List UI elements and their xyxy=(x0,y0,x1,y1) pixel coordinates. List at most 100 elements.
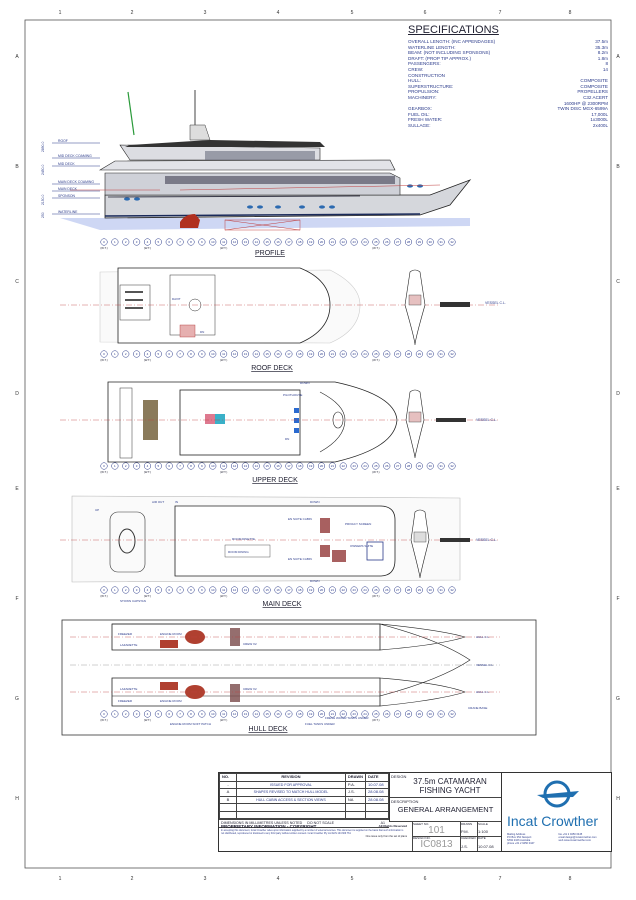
spec-value: 8 xyxy=(605,61,608,67)
label-vessel-cl: VESSEL C.L. xyxy=(476,663,494,667)
frame-marker xyxy=(372,462,380,470)
label-up: UP xyxy=(95,508,99,512)
specifications-title: SPECIFICATIONS xyxy=(408,24,499,36)
frame-marker xyxy=(187,710,195,718)
specifications-panel: SPECIFICATIONS OVERALL LENGTH: (INC APPE… xyxy=(408,24,608,129)
date-value: 10.07.08 xyxy=(478,844,494,849)
frame-marker xyxy=(198,462,206,470)
frame-number: 10 xyxy=(211,588,215,592)
do-not-scale: DO NOT SCALE xyxy=(307,821,334,825)
frame-marker xyxy=(328,350,336,358)
frame-marker xyxy=(263,238,271,246)
frame-number: 11 xyxy=(222,712,225,716)
frame-number: 8 xyxy=(190,712,192,716)
vessel-cl-label: VESSEL C.L. xyxy=(485,301,506,305)
incat-crowther-logo xyxy=(537,780,579,808)
level-label: SPONSON xyxy=(58,194,76,198)
frame-number: 0 xyxy=(103,712,105,716)
frame-marker xyxy=(296,462,304,470)
design-box: DESIGN 37.5m CATAMARAN FISHING YACHT DES… xyxy=(389,773,501,822)
frame-marker xyxy=(220,462,228,470)
frame-number: 4 xyxy=(147,352,149,356)
frame-number: 23 xyxy=(352,464,356,468)
grid-column-label: 1 xyxy=(59,10,62,16)
frame-number: 2 xyxy=(125,712,127,716)
frame-marker xyxy=(317,586,326,594)
frame-marker xyxy=(165,586,173,594)
dimension-label: 250 xyxy=(41,212,45,218)
grid-column-label: 4 xyxy=(277,10,280,16)
frame-number: 19 xyxy=(309,464,313,468)
drawn-by: P.M. xyxy=(461,829,469,834)
contact-line: web www.incatcrowther.com xyxy=(558,839,592,842)
label-lazarette-port: LAZARETTE xyxy=(120,643,137,647)
frame-number: 1 xyxy=(114,464,116,468)
label-freezer-stbd: FREEZER xyxy=(118,699,133,703)
tender-boat xyxy=(410,509,430,579)
frame-number: 21 xyxy=(331,464,335,468)
frame-marker xyxy=(307,586,315,594)
frame-number: 17 xyxy=(287,464,291,468)
frame-number: 12 xyxy=(233,712,237,716)
spec-value: 17,000L xyxy=(591,111,608,117)
frame-marker xyxy=(339,710,347,718)
grid-column-label: 5 xyxy=(351,876,354,882)
grid-row-label: H xyxy=(616,796,620,802)
frame-number: 4 xyxy=(147,240,149,244)
label-hull-cl-stbd: HULL C.L. xyxy=(476,690,490,694)
frame-marker xyxy=(448,710,456,718)
frame-number: 20 xyxy=(320,240,324,244)
frame-number: 32 xyxy=(450,464,454,468)
frame-marker xyxy=(317,238,326,246)
watertight-label: (W.T.) xyxy=(100,358,107,362)
frame-marker xyxy=(263,710,271,718)
frame-number: 10 xyxy=(211,240,215,244)
frame-marker xyxy=(241,462,249,470)
dimension-label: 2150.0 xyxy=(41,195,45,205)
frame-number: 2 xyxy=(125,588,127,592)
label-privacy-screen: PRIVACY SCREEN xyxy=(345,522,371,526)
frame-marker xyxy=(263,350,271,358)
grid-row-label: F xyxy=(15,596,18,602)
frame-number: 13 xyxy=(244,240,248,244)
tender-boat xyxy=(405,389,425,459)
frame-marker xyxy=(165,238,173,246)
frame-number: 16 xyxy=(276,464,280,468)
rev-header-no: NO. xyxy=(219,773,237,782)
frame-marker xyxy=(154,586,162,594)
grid-column-label: 7 xyxy=(499,10,502,16)
frame-number: 1 xyxy=(114,352,116,356)
frame-number: 14 xyxy=(255,352,259,356)
watertight-label: (W.T.) xyxy=(220,358,227,362)
frame-marker xyxy=(209,350,217,358)
frame-number: 32 xyxy=(450,352,454,356)
frame-number: 18 xyxy=(298,352,302,356)
frame-number: 11 xyxy=(222,240,225,244)
hull-deck-frame xyxy=(61,619,537,736)
frame-marker xyxy=(350,462,358,470)
frame-number: 26 xyxy=(385,240,389,244)
frame-number: 29 xyxy=(418,464,422,468)
frame-number: 9 xyxy=(201,240,203,244)
frame-marker xyxy=(143,238,152,246)
grid-row-label: A xyxy=(15,54,19,60)
frame-number: 0 xyxy=(103,240,105,244)
frame-marker xyxy=(350,710,358,718)
frame-marker xyxy=(230,462,239,470)
frame-number: 18 xyxy=(298,240,302,244)
watertight-label: (W.T.) xyxy=(100,470,107,474)
frame-marker xyxy=(339,350,347,358)
label-dn: DN xyxy=(200,330,204,334)
spec-row: FUEL OIL:17,000L xyxy=(408,112,608,118)
watertight-label: (W.T.) xyxy=(372,246,379,250)
frame-marker xyxy=(285,462,293,470)
frame-number: 24 xyxy=(363,464,367,468)
frame-number: 13 xyxy=(244,464,248,468)
frame-number: 27 xyxy=(396,240,400,244)
contact-line: phone +61 2 9450 0447 xyxy=(507,842,535,845)
frame-marker xyxy=(209,238,217,246)
